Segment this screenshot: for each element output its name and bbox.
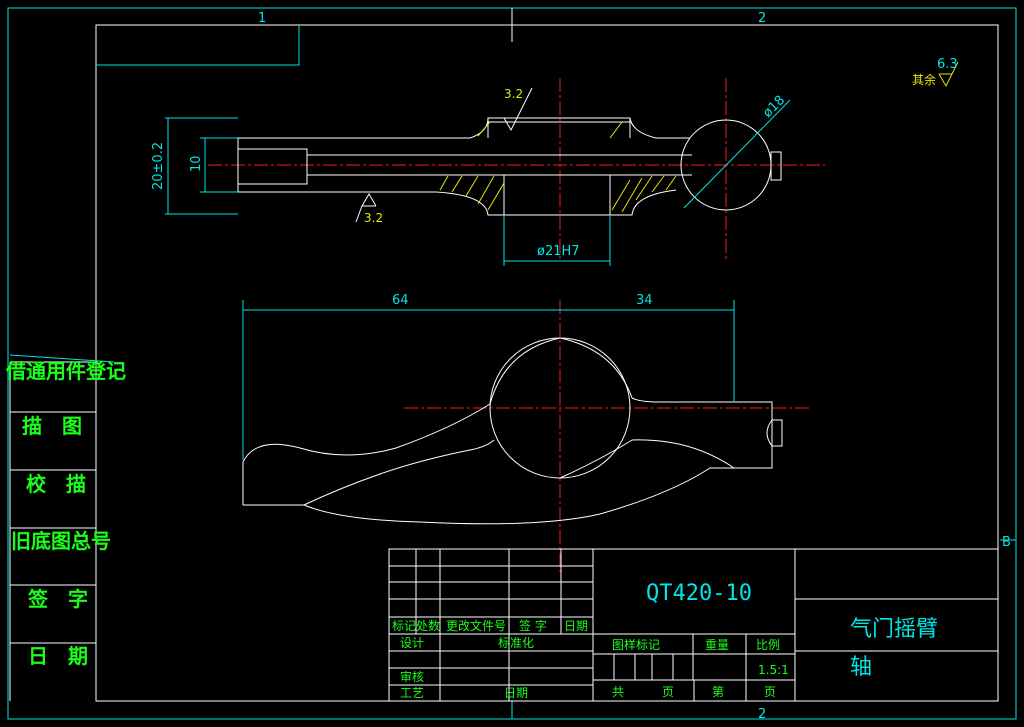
label-date: 日期 bbox=[504, 686, 528, 700]
rev-header-change-doc: 更改文件号 bbox=[446, 618, 506, 633]
value-scale: 1.5:1 bbox=[758, 663, 789, 677]
side-registration-table: 借通用件登记 描 图 校 描 旧底图总号 签 字 日 期 bbox=[5, 354, 126, 701]
rev-header-signature: 签 字 bbox=[519, 618, 547, 633]
dim-length-64: 64 bbox=[392, 293, 409, 308]
rev-header-mark: 标记 bbox=[392, 619, 416, 633]
side-table-borrowed-parts: 借通用件登记 bbox=[5, 359, 126, 383]
part-name-line1: 气门摇臂 bbox=[850, 617, 938, 642]
label-process: 工艺 bbox=[400, 686, 424, 700]
label-page-no: 第 bbox=[712, 685, 724, 699]
dim-length-34: 34 bbox=[636, 293, 653, 308]
dim-height-20: 20±0.2 bbox=[151, 142, 166, 190]
label-weight: 重量 bbox=[705, 638, 729, 652]
part-name-line2: 轴 bbox=[850, 655, 872, 680]
roughness-top-value: 3.2 bbox=[504, 87, 523, 101]
label-review: 审核 bbox=[400, 669, 424, 684]
roughness-bottom-value: 3.2 bbox=[364, 211, 383, 225]
title-block: QT420-10 气门摇臂 轴 标记 处数 更改文件号 签 字 日期 设计 标准… bbox=[388, 548, 999, 702]
side-table-check-tracing: 校 描 bbox=[26, 472, 86, 496]
top-section-view: 3.2 3.2 20±0.2 10 ø21H7 ø18 bbox=[151, 78, 825, 266]
dim-bore: ø21H7 bbox=[537, 244, 580, 259]
dim-dia-18: ø18 bbox=[760, 93, 788, 121]
bottom-elevation-view: 64 34 bbox=[242, 293, 810, 572]
side-table-date: 日 期 bbox=[28, 644, 88, 668]
label-scale: 比例 bbox=[756, 638, 780, 652]
dim-height-10: 10 bbox=[189, 155, 204, 172]
side-table-old-drawing-no: 旧底图总号 bbox=[11, 529, 111, 553]
label-standardize: 标准化 bbox=[498, 636, 534, 650]
label-sheets: 页 bbox=[662, 685, 674, 699]
zone-label-bottom-2: 2 bbox=[758, 707, 766, 722]
label-design: 设计 bbox=[400, 636, 424, 650]
rev-header-date: 日期 bbox=[564, 619, 588, 633]
roughness-general-value: 6.3 bbox=[937, 57, 958, 72]
zone-label-top-1: 1 bbox=[258, 11, 266, 26]
label-stage-mark: 图样标记 bbox=[612, 637, 660, 652]
label-page: 页 bbox=[764, 685, 776, 699]
material-grade: QT420-10 bbox=[646, 581, 752, 606]
zone-label-top-2: 2 bbox=[758, 11, 766, 26]
rev-header-count: 处数 bbox=[416, 618, 440, 633]
side-table-signature: 签 字 bbox=[27, 587, 88, 611]
label-total: 共 bbox=[612, 685, 624, 699]
drawing-frame: 1 2 2 B bbox=[7, 7, 1017, 722]
roughness-general-label: 其余 bbox=[912, 72, 936, 87]
roughness-general: 其余 6.3 bbox=[912, 57, 959, 88]
zone-label-right-b: B bbox=[1002, 535, 1011, 550]
side-table-tracing: 描 图 bbox=[22, 414, 82, 438]
